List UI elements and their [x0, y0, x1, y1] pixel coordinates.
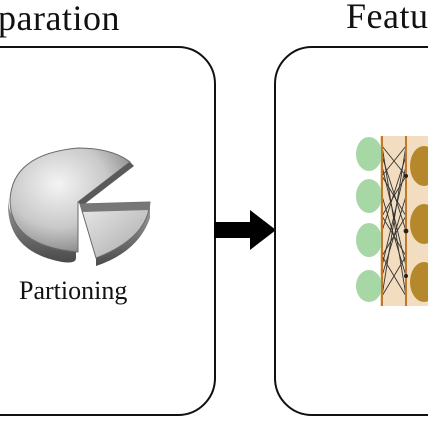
neural-network-icon — [356, 136, 428, 306]
left-stage-heading: paration — [0, 0, 120, 38]
pie-chart-icon — [8, 147, 151, 266]
right-stage-heading: Featu — [346, 0, 428, 36]
right-arrow-icon — [214, 210, 276, 250]
input-layer-nodes — [356, 137, 382, 302]
partioning-label: Partioning — [19, 276, 128, 305]
output-layer-nodes — [410, 146, 428, 302]
